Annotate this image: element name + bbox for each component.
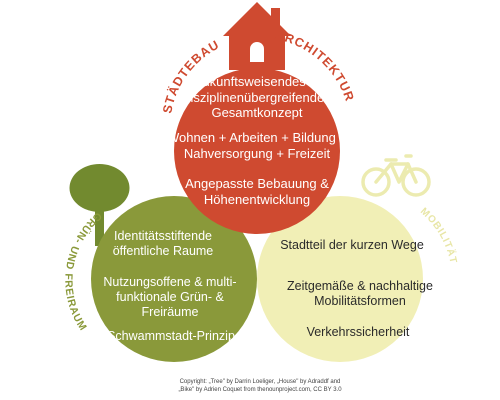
text-line: Nutzungsoffene & multi- bbox=[103, 275, 237, 289]
text-line: funktionale Grün- & Freiräume bbox=[116, 290, 224, 319]
text-line: Schwammstadt-Prinzip bbox=[107, 329, 235, 343]
house-icon bbox=[223, 2, 291, 70]
text-line: Nahversorgung + Freizeit bbox=[183, 145, 331, 161]
text-line: Höhenentwicklung bbox=[203, 191, 311, 207]
red-circle-text-1: zukunftsweisendes & disziplinenübergreif… bbox=[167, 74, 347, 121]
green-circle bbox=[91, 196, 257, 362]
text-line: Gesamtkonzept bbox=[211, 105, 303, 121]
green-circle-text-3: Schwammstadt-Prinzip bbox=[102, 329, 240, 344]
red-circle-text-2: Wohnen + Arbeiten + Bildung + Nahversorg… bbox=[162, 130, 352, 161]
text-line: Stadtteil der kurzen Wege bbox=[280, 238, 424, 252]
text-line: zukunftsweisendes & bbox=[195, 74, 319, 89]
text-line: öffentliche Raume bbox=[112, 244, 214, 258]
green-circle-text-1: Identitätsstiftende öffentliche Raume bbox=[102, 229, 224, 259]
red-circle-text-3: Angepasste Bebauung & Höhenentwicklung bbox=[167, 176, 347, 207]
text-line: Verkehrssicherheit bbox=[306, 325, 410, 339]
bicycle-icon bbox=[361, 154, 431, 197]
yellow-circle-text-3: Verkehrssicherheit bbox=[288, 325, 428, 340]
text-line: disziplinenübergreifendes bbox=[183, 89, 331, 105]
text-line: Mobilitätsformen bbox=[314, 294, 406, 308]
text-line: Angepasste Bebauung & bbox=[185, 176, 329, 191]
yellow-circle bbox=[257, 196, 423, 362]
copyright-line: „Bike" by Adrien Coquet from thenounproj… bbox=[178, 387, 342, 394]
copyright-note: Copyright: „Tree" by Darrin Loeliger, „H… bbox=[150, 378, 370, 394]
tree-icon bbox=[69, 164, 130, 246]
green-circle-text-2: Nutzungsoffene & multi- funktionale Grün… bbox=[86, 275, 254, 320]
text-line: Identitätsstiftende bbox=[114, 229, 212, 243]
red-circle bbox=[174, 68, 340, 234]
yellow-circle-text-1: Stadtteil der kurzen Wege bbox=[272, 238, 432, 253]
copyright-line: Copyright: „Tree" by Darrin Loeliger, „H… bbox=[179, 379, 341, 385]
yellow-circle-text-2: Zeitgemäße & nachhaltige Mobilitätsforme… bbox=[280, 279, 440, 309]
label-mobilitaet: MOBILITÄT bbox=[418, 206, 459, 265]
text-line: Zeitgemäße & nachhaltige bbox=[287, 279, 433, 293]
text-line: Wohnen + Arbeiten + Bildung + bbox=[166, 130, 348, 145]
